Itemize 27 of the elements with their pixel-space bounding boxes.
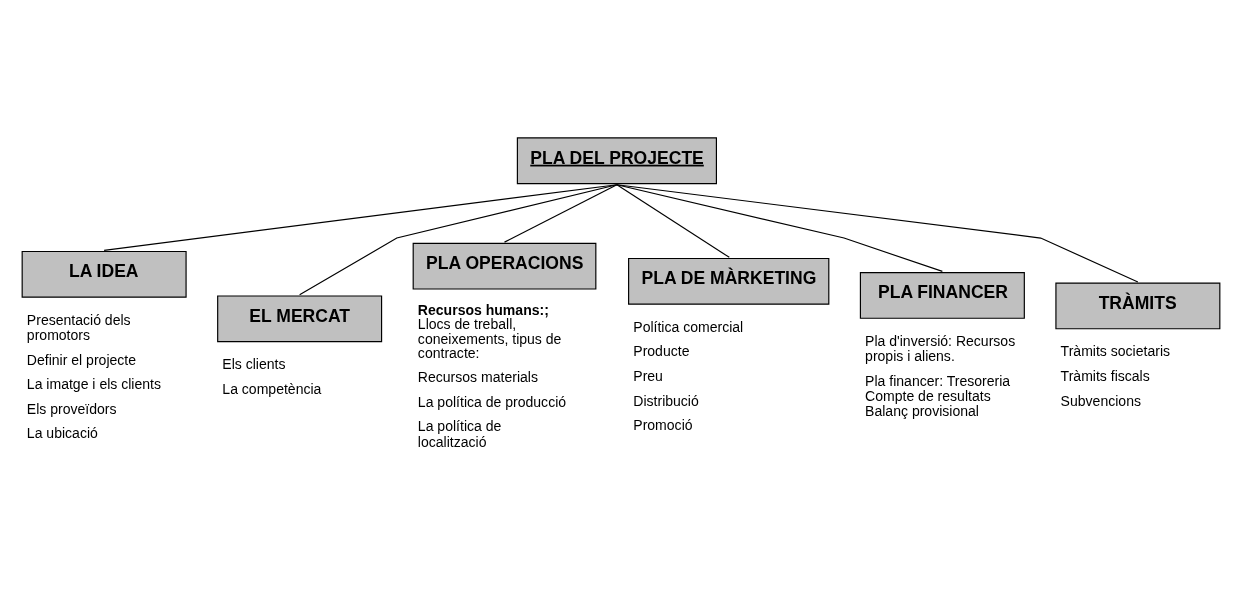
node-label: La política de producció (417, 393, 567, 410)
node-label: La competència (222, 380, 322, 397)
node-label: Preu (633, 367, 663, 384)
connector (616, 183, 1139, 283)
node-label: Pla financer: Tresoreria Compte de resultats Balanç provisional (865, 372, 1011, 419)
node-label: Política comercial (633, 318, 744, 335)
node-label: Presentació dels promotors (26, 311, 131, 343)
node-label: Promoció (633, 416, 693, 433)
node-label: La imatge i els clients (26, 375, 161, 392)
node-label: Distribució (633, 392, 699, 409)
connector (616, 183, 730, 258)
connector (299, 183, 618, 295)
node-label: Pla d'inversió: Recursos propis i aliens. (865, 332, 1016, 364)
node-label: Tràmits societaris (1060, 342, 1171, 359)
node-label: Els clients (222, 355, 286, 372)
connector (503, 183, 618, 243)
node-label: Producte (633, 342, 690, 359)
connector (103, 183, 618, 251)
node-label: Recursos materials (417, 368, 538, 385)
node-label: La política de localització (417, 417, 502, 450)
connector (616, 183, 943, 272)
node-label: La ubicació (26, 424, 98, 441)
node-label: Recursos humans:; Llocs de treball, coneixements, tipus de contracte: (417, 301, 562, 361)
node-label: Tràmits fiscals (1060, 367, 1150, 384)
node-label: Els proveïdors (26, 400, 117, 417)
node-label: Definir el projecte (26, 351, 137, 368)
node-label: Subvencions (1060, 392, 1141, 409)
